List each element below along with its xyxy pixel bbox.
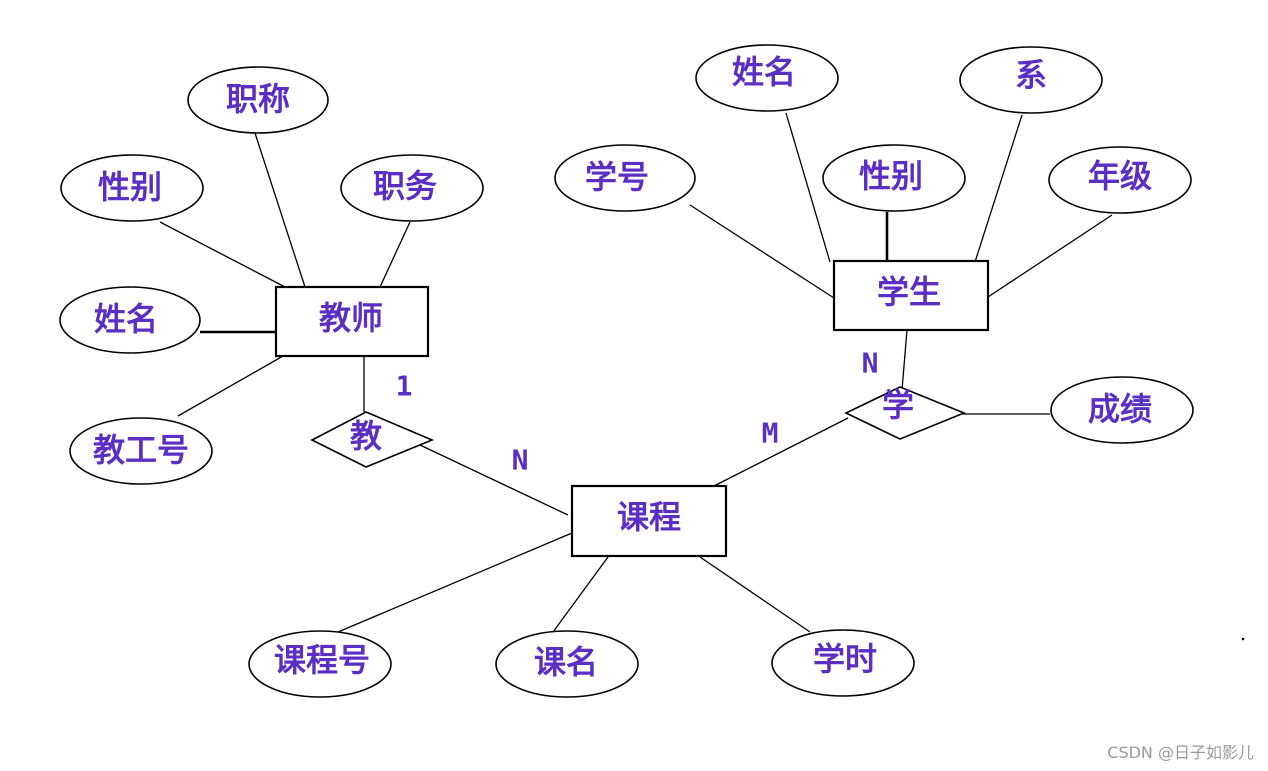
attribute-ellipse (554, 144, 696, 212)
attribute-ellipse (187, 66, 329, 134)
attribute-teacher-duty: 职务 (340, 154, 484, 222)
attribute-ellipse (959, 46, 1103, 114)
line-course-id (337, 532, 573, 633)
attribute-course-id: 课程号 (248, 630, 392, 698)
cardinality-teacher-side: 1 (396, 370, 413, 403)
attribute-label: 课程号 (274, 641, 370, 679)
attribute-label: 成绩 (1088, 390, 1152, 428)
cardinality-student-side: N (862, 347, 879, 380)
attribute-course-name: 课名 (495, 630, 639, 698)
line-student-id (689, 204, 835, 299)
line-teacher-title (254, 132, 306, 288)
line-student-studies (901, 329, 908, 391)
attribute-ellipse (1048, 146, 1192, 214)
line-teacher-gender (159, 221, 286, 288)
attribute-student-name: 姓名 (695, 44, 839, 112)
attribute-teacher-gender: 性别 (60, 154, 204, 222)
attribute-ellipse (695, 44, 839, 112)
entity-box (274, 285, 430, 358)
attribute-label: 系 (1015, 56, 1047, 94)
attribute-student-grade: 年级 (1048, 146, 1192, 214)
entity-box (832, 259, 990, 332)
entity-teacher: 教师 (274, 285, 430, 358)
attribute-label: 课名 (534, 643, 598, 681)
attribute-teacher-title: 职称 (187, 66, 329, 134)
entity-student: 学生 (832, 259, 990, 332)
attribute-teacher-id: 教工号 (69, 417, 213, 485)
line-teacher-duty (379, 221, 411, 288)
cardinality-teaches-course-side: N (512, 444, 529, 477)
attribute-label: 职称 (226, 80, 290, 118)
entity-label: 教师 (319, 299, 383, 337)
attribute-label: 性别 (859, 157, 923, 195)
attribute-course-hours: 学时 (771, 629, 915, 697)
attribute-ellipse (822, 144, 966, 212)
attribute-label: 学时 (813, 640, 877, 678)
attribute-student-gender: 性别 (822, 144, 966, 212)
line-teaches-course (419, 444, 569, 516)
relationship-teaches: 教 (310, 411, 435, 468)
relationship-diamond (310, 411, 435, 468)
attribute-ellipse (495, 630, 639, 698)
stray-dot (1241, 637, 1245, 641)
attribute-ellipse (340, 154, 484, 222)
attribute-label: 姓名 (732, 53, 796, 91)
attribute-ellipse (69, 417, 213, 485)
attribute-ellipse (248, 630, 392, 698)
line-studies-course (711, 417, 849, 488)
attribute-ellipse (1050, 376, 1194, 444)
attribute-label: 姓名 (94, 300, 158, 338)
attribute-teacher-name: 姓名 (59, 286, 201, 354)
connector-lines (159, 112, 1113, 633)
attribute-label: 职务 (373, 167, 437, 205)
attribute-student-dept: 系 (959, 46, 1103, 114)
line-course-hours (699, 556, 811, 633)
entity-label: 课程 (617, 498, 681, 536)
relationship-studies: 学 (844, 386, 967, 440)
attribute-student-id: 学号 (554, 144, 696, 212)
relationship-label: 教 (350, 417, 382, 455)
line-student-grade (987, 214, 1113, 298)
line-student-name (785, 112, 831, 263)
watermark: CSDN @日子如影儿 (1107, 743, 1254, 762)
attribute-study-score: 成绩 (1050, 376, 1194, 444)
line-teacher-id (177, 355, 284, 417)
attribute-label: 学号 (585, 158, 649, 196)
relationship-diamond (844, 386, 967, 440)
attribute-label: 性别 (98, 168, 162, 206)
line-course-name (552, 556, 609, 633)
attribute-ellipse (60, 154, 204, 222)
attribute-ellipse (771, 629, 915, 697)
entity-box (570, 484, 728, 558)
line-student-dept (974, 114, 1023, 263)
relationship-label: 学 (882, 386, 914, 424)
entity-label: 学生 (877, 273, 941, 311)
attribute-label: 教工号 (93, 431, 189, 469)
cardinality-studies-course-side: M (762, 417, 779, 450)
entity-course: 课程 (570, 484, 728, 558)
attribute-label: 年级 (1088, 157, 1152, 195)
attribute-ellipse (59, 286, 201, 354)
